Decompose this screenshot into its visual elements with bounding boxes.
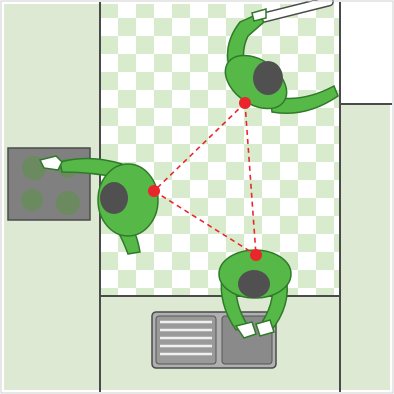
work-triangle <box>148 97 262 261</box>
person-at-sink <box>218 249 292 339</box>
triangle-point-cooktop <box>148 185 160 197</box>
head-icon <box>253 61 283 95</box>
burner-icon <box>21 189 43 211</box>
triangle-line-fridge-sink <box>244 102 257 256</box>
person-at-refrigerator <box>224 8 339 115</box>
triangle-point-refrigerator <box>239 97 251 109</box>
sink-icon <box>151 311 277 369</box>
counter-right <box>340 104 390 390</box>
burner-icon <box>56 191 80 215</box>
triangle-line-cooktop-sink <box>153 190 257 256</box>
head-icon <box>100 182 128 214</box>
checkered-floor <box>100 4 340 296</box>
triangle-lines <box>153 102 257 256</box>
triangle-point-sink <box>250 249 262 261</box>
burner-icon <box>22 156 46 180</box>
person-at-cooktop <box>38 155 159 255</box>
triangle-line-fridge-cooktop <box>153 102 246 192</box>
head-icon <box>238 270 270 298</box>
